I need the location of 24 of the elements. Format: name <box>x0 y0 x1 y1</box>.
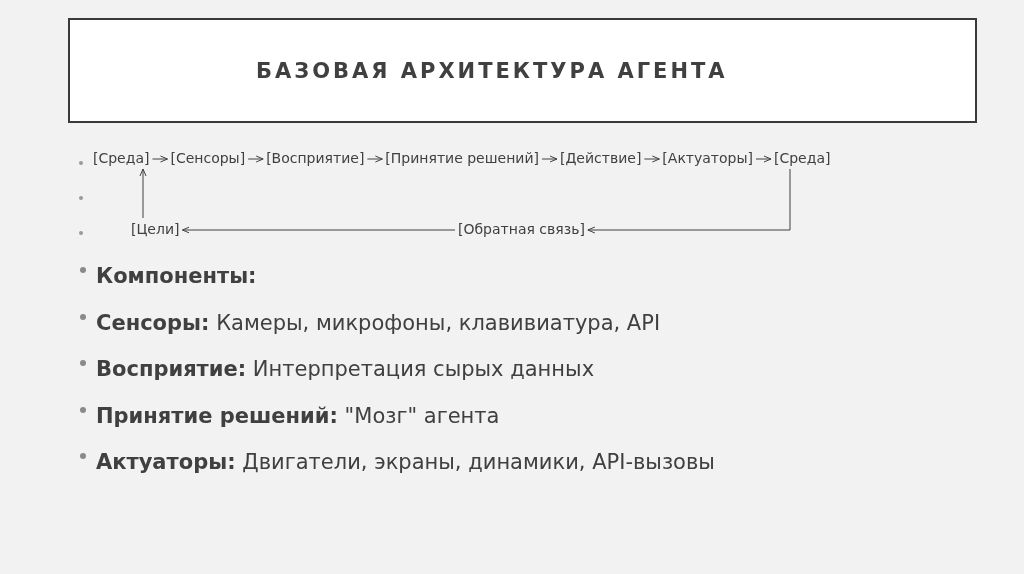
bullet-text: Компоненты: <box>96 263 258 290</box>
flow-step-text: [Действие] <box>559 150 642 166</box>
bullet-text: Актуаторы: Двигатели, экраны, динамики, API-вызовы <box>96 449 715 476</box>
flow-step-text: [Обратная связь] <box>458 221 585 237</box>
arrow <box>643 155 660 163</box>
slide-title: БАЗОВАЯ АРХИТЕКТУРА АГЕНТА <box>256 58 728 83</box>
arrow <box>755 155 772 163</box>
arrow <box>181 226 456 234</box>
arrow <box>366 155 383 163</box>
flow-step-text: [Среда] <box>93 150 150 166</box>
flow-step-text: [Восприятие] <box>266 150 365 166</box>
bullet-text: Восприятие: Интерпретация сырых данных <box>96 356 596 383</box>
bullet-text: Принятие решений: "Мозг" агента <box>96 402 501 430</box>
flow-step-text: [Цели] <box>131 221 180 237</box>
arrow <box>139 168 147 219</box>
arrow <box>247 155 264 163</box>
bullet-text: Сенсоры: Камеры, микрофоны, клавивиатура, API <box>96 309 662 337</box>
flow-step-text: [Сенсоры] <box>170 150 246 166</box>
arrow <box>151 155 168 163</box>
flow-step-text: [Принятие решений] <box>385 150 539 166</box>
flow-step-text: [Среда] <box>774 150 831 166</box>
arrow <box>541 155 558 163</box>
flow-step-text: [Актуаторы] <box>662 150 753 166</box>
arrow <box>587 168 791 234</box>
